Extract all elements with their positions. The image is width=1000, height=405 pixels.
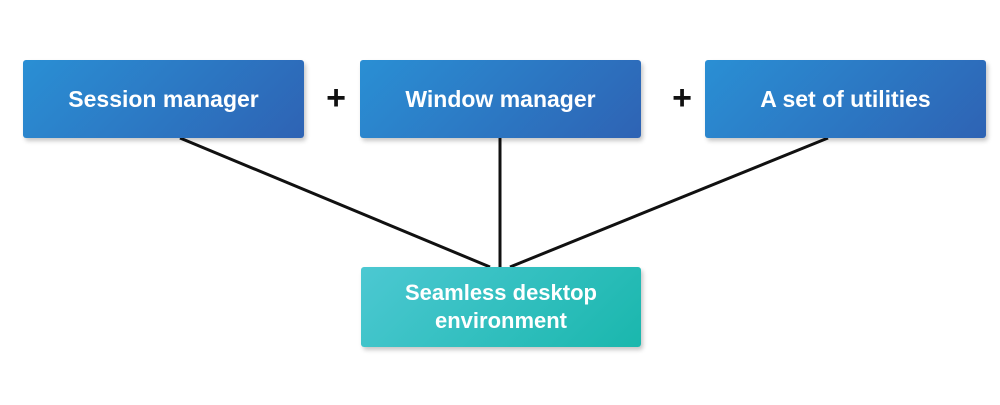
window-manager-box: Window manager bbox=[360, 60, 641, 138]
utilities-box: A set of utilities bbox=[705, 60, 986, 138]
seamless-desktop-environment-box: Seamless desktop environment bbox=[361, 267, 641, 347]
plus-operator-2: + bbox=[672, 79, 692, 117]
session-manager-box: Session manager bbox=[23, 60, 304, 138]
plus-operator-1: + bbox=[326, 79, 346, 117]
connector-session-to-result bbox=[179, 136, 491, 269]
seamless-desktop-environment-label: Seamless desktop environment bbox=[405, 280, 597, 333]
utilities-label: A set of utilities bbox=[760, 85, 931, 112]
window-manager-label: Window manager bbox=[405, 85, 596, 112]
session-manager-label: Session manager bbox=[68, 85, 259, 112]
connector-utilities-to-result bbox=[509, 136, 829, 269]
